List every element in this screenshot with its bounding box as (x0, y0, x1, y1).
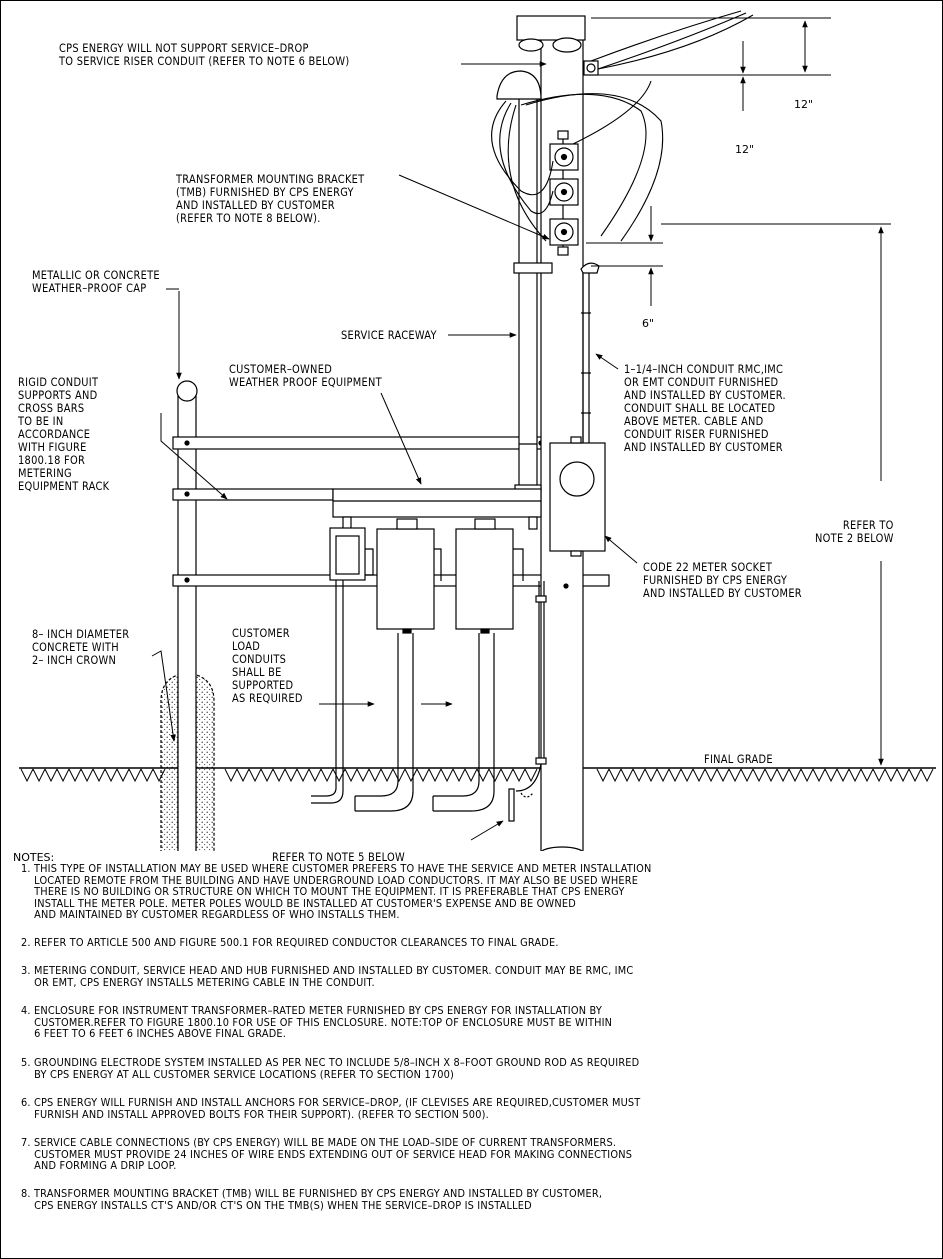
tmb-brackets (549, 130, 579, 256)
service-drop-label: CPS ENERGY WILL NOT SUPPORT SERVICE–DROP… (59, 41, 350, 68)
note-8: 8. TRANSFORMER MOUNTING BRACKET (TMB) WI… (21, 1188, 603, 1212)
leader-lines (151, 61, 638, 841)
rack-pole (176, 380, 198, 851)
note-5: 5. GROUNDING ELECTRODE SYSTEM INSTALLED … (21, 1057, 640, 1081)
dim-6: 6" (642, 317, 655, 330)
load-conduits (311, 580, 495, 812)
rigid-conduit-label: RIGID CONDUIT SUPPORTS AND CROSS BARS TO… (18, 375, 110, 493)
service-raceway-label: SERVICE RACEWAY (341, 328, 437, 342)
meter-socket (549, 436, 606, 557)
meter-socket-label: CODE 22 METER SOCKET FURNISHED BY CPS EN… (643, 560, 802, 600)
note-3: 3. METERING CONDUIT, SERVICE HEAD AND HU… (21, 965, 634, 989)
note-4: 4. ENCLOSURE FOR INSTRUMENT TRANSFORMER–… (21, 1005, 613, 1040)
conduit-note-label: 1–1/4–INCH CONDUIT RMC,IMC OR EMT CONDUI… (624, 362, 786, 454)
service-drop-insulator (583, 60, 599, 76)
concrete-label: 8– INCH DIAMETER CONCRETE WITH 2– INCH C… (32, 627, 130, 667)
note-2: 2. REFER TO ARTICLE 500 AND FIGURE 500.1… (21, 937, 559, 949)
weather-cap-label: METALLIC OR CONCRETE WEATHER–PROOF CAP (32, 268, 160, 295)
final-grade-label: FINAL GRADE (704, 752, 773, 766)
metering-conduit (580, 262, 600, 443)
service-wires (491, 10, 754, 242)
tmb-label: TRANSFORMER MOUNTING BRACKET (TMB) FURNI… (176, 172, 365, 225)
dim-12-lower: 12" (735, 143, 755, 156)
refer-note2-label: REFER TO NOTE 2 BELOW (815, 518, 894, 545)
dimension-lines (586, 17, 891, 766)
note-6: 6. CPS ENERGY WILL FURNISH AND INSTALL A… (21, 1097, 641, 1121)
note-1: 1. THIS TYPE OF INSTALLATION MAY BE USED… (21, 863, 652, 921)
refer-note5-label: REFER TO NOTE 5 BELOW (272, 850, 405, 864)
customer-equipment-label: CUSTOMER–OWNED WEATHER PROOF EQUIPMENT (229, 362, 382, 389)
note-7: 7. SERVICE CABLE CONNECTIONS (BY CPS ENE… (21, 1137, 633, 1172)
equipment-enclosure (329, 488, 542, 634)
service-raceway (496, 70, 553, 492)
dim-12-upper: 12" (794, 98, 814, 111)
notes-heading: NOTES: (13, 851, 55, 864)
load-conduits-label: CUSTOMER LOAD CONDUITS SHALL BE SUPPORTE… (232, 626, 303, 705)
installation-diagram (19, 10, 936, 851)
ground-hatch (19, 767, 936, 783)
ground-rod (508, 581, 547, 822)
